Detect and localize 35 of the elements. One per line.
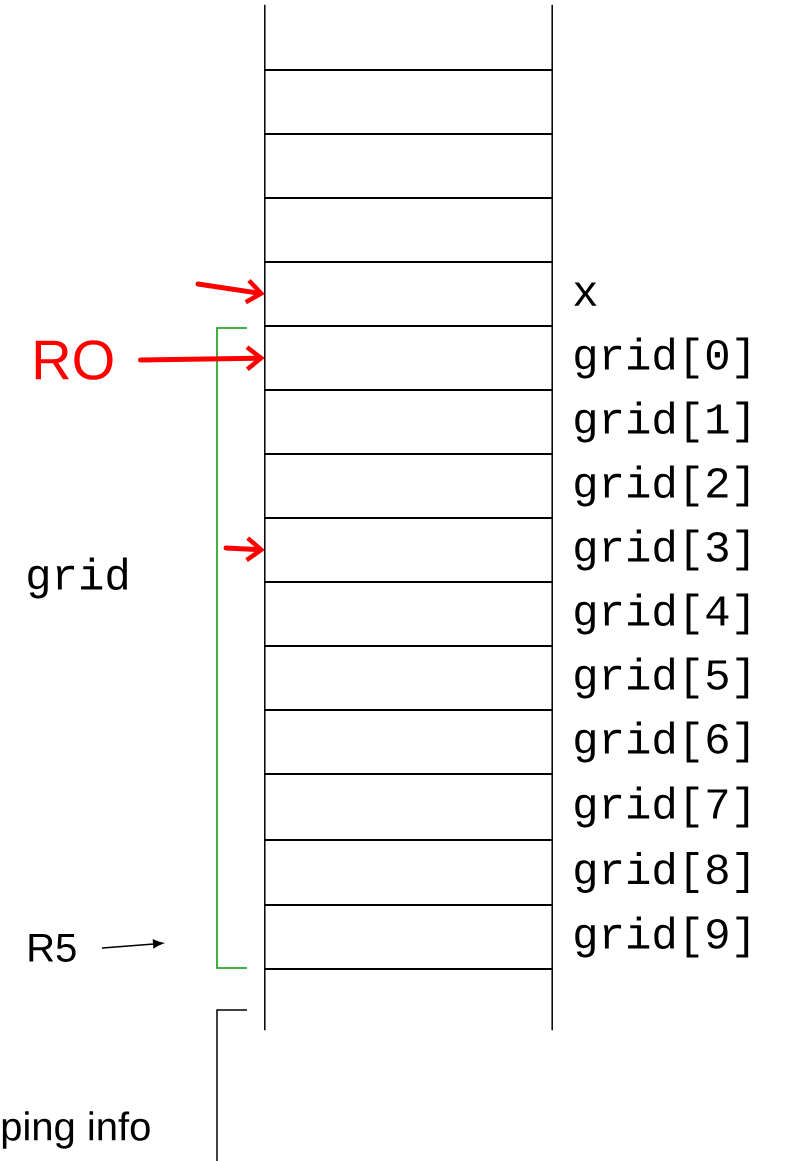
cell-label: grid[7]: [575, 786, 749, 828]
cell-label: grid[1]: [575, 401, 749, 443]
cell-label: grid[9]: [575, 916, 749, 958]
memory-cell: [264, 839, 553, 906]
memory-cell: [264, 389, 553, 455]
arrow: [101, 939, 163, 949]
cell-label: grid[5]: [575, 657, 749, 699]
memory-cell: [264, 709, 553, 775]
cell-label: grid[3]: [575, 529, 749, 571]
arrow: [137, 345, 265, 372]
memory-cell: [264, 645, 553, 711]
arrow: [223, 536, 265, 562]
memory-cell: [264, 773, 553, 841]
memory-cell: [264, 261, 553, 327]
memory-cell: [264, 133, 553, 199]
register-label: R5: [29, 934, 76, 962]
memory-cell: [264, 968, 553, 1031]
memory-cell: [264, 453, 553, 519]
memory-cell: [264, 69, 553, 135]
arrow: [195, 278, 265, 305]
cell-label: grid[6]: [575, 721, 749, 763]
cell-label: grid[8]: [575, 852, 749, 893]
cell-label: x: [574, 282, 597, 306]
memory-cell: [264, 904, 553, 970]
memory-cell: [264, 197, 553, 263]
cell-label: grid[0]: [575, 337, 749, 379]
memory-cell: [264, 517, 553, 583]
memory-cell: [264, 4, 553, 71]
cell-label: grid[2]: [575, 465, 749, 507]
bracket-label: ping info: [2, 1111, 150, 1149]
bracket-label: grid: [28, 557, 127, 599]
memory-cell: [264, 325, 553, 391]
memory-cell: [264, 581, 553, 647]
register-label: RO: [35, 340, 113, 380]
cell-label: grid[4]: [575, 593, 749, 635]
